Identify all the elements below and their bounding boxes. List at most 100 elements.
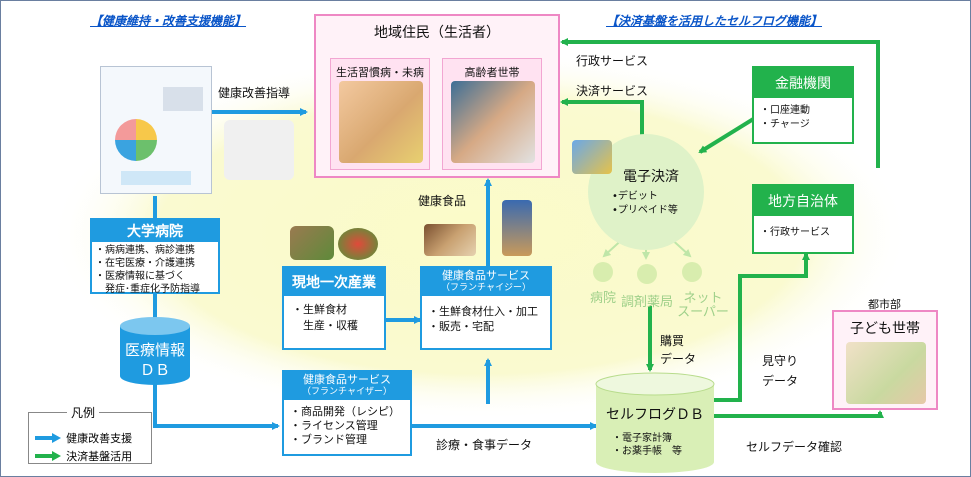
guideline-caption-band [121, 171, 191, 185]
purchase-data-label-2: データ [660, 352, 697, 366]
delivery-person-illustration [502, 200, 532, 256]
financial-institution-title: 金融機関 [754, 68, 852, 98]
guideline-pie-graphic [115, 119, 157, 161]
list-item: ・口座連動 [760, 105, 810, 116]
legend-item: 決済基盤活用 [35, 445, 132, 464]
list-item: ・商品開発（レシピ） [290, 405, 400, 418]
monitoring-data-label-2: データ [762, 374, 799, 388]
lifestyle-disease-photo [339, 81, 423, 163]
local-government-box: 地方自治体 ・行政サービス [752, 184, 854, 254]
admin-service-label: 行政サービス [576, 54, 649, 68]
list-item: ・行政サービス [760, 227, 830, 238]
e-payment-title: 電子決済 [623, 169, 679, 185]
franchiser-title: 健康食品サービス [284, 372, 410, 387]
flow-db-to-franchiser [153, 384, 280, 430]
franchisee-box: 健康食品サービス （フランチャイジー） ・生鮮食材仕入・加工 ・販売・宅配 [420, 266, 552, 350]
flow-self-data-check [714, 410, 884, 418]
netsuper-point-label: ネット スーパー [677, 291, 729, 320]
list-item: •プリペイド等 [612, 205, 678, 216]
health-food-label: 健康食品 [418, 194, 467, 208]
e-payment-list: •デビット •プリペイド等 [612, 190, 678, 218]
pharmacy-point-label: 調剤薬局 [620, 295, 673, 310]
purchase-data-label-1: 購買 [660, 334, 685, 348]
residents-title: 地域住民（生活者） [374, 25, 500, 41]
right-section-title: 【決済基盤を活用したセルフログ機能】 [606, 14, 823, 28]
legend-title: 凡例 [67, 404, 100, 421]
vegetable-produce-photo [338, 228, 378, 260]
financial-institution-box: 金融機関 ・口座連動 ・チャージ [752, 66, 854, 144]
e-payment-circle [588, 134, 704, 250]
list-item: ・電子家計簿 [612, 433, 672, 444]
legend-item: 健康改善支援 [35, 427, 132, 446]
child-household-title: 子ども世帯 [850, 321, 920, 337]
list-item: ・ブランド管理 [290, 433, 367, 446]
university-hospital-title: 大学病院 [92, 220, 218, 242]
payment-service-label: 決済サービス [576, 84, 649, 98]
franchisee-subtitle: （フランチャイジー） [422, 283, 550, 296]
left-section-title: 【健康維持・改善支援機能】 [90, 14, 247, 28]
legend-label: 決済基盤活用 [66, 450, 133, 463]
primary-industry-box: 現地一次産業 ・生鮮食材 生産・収穫 [282, 266, 386, 350]
flow-finance-to-payment [698, 116, 757, 154]
selflog-db-list: ・電子家計簿 ・お薬手帳 等 [612, 432, 682, 458]
guideline-illustration [163, 87, 203, 111]
health-guidance-label: 健康改善指導 [218, 86, 291, 100]
lifestyle-disease-group: 生活習慣病・未病 [330, 58, 430, 170]
franchiser-box: 健康食品サービス （フランチャイザー） ・商品開発（レシピ） ・ライセンス管理 … [282, 370, 412, 456]
legend-label: 健康改善支援 [66, 432, 133, 445]
university-hospital-box: 大学病院 ・病病連携、病診連携 ・在宅医療・介護連携 ・医療情報に基づく 発症･… [90, 218, 220, 295]
list-item: ・生鮮食材 [292, 303, 347, 316]
list-item: ・生鮮食材仕入・加工 [428, 305, 538, 318]
university-hospital-list: ・病病連携、病診連携 ・在宅医療・介護連携 ・医療情報に基づく 発症･重症化予防… [92, 242, 218, 298]
hospital-point-dot [593, 262, 613, 282]
medical-db-cylinder [120, 317, 190, 385]
family-illustration [846, 342, 926, 404]
list-item: ・在宅医療・介護連携 [95, 258, 195, 269]
selflog-db-cylinder [595, 372, 715, 473]
list-item: ・ライセンス管理 [290, 419, 378, 432]
list-item: 生産・収穫 [292, 319, 358, 332]
medical-meal-data-label: 診療・食事データ [436, 438, 533, 452]
medical-db-label-line1: 医療情報 [124, 341, 185, 359]
primary-industry-list: ・生鮮食材 生産・収穫 [284, 296, 384, 340]
legend-green-arrow-icon [35, 450, 61, 461]
consultation-illustration [224, 120, 294, 180]
franchiser-list: ・商品開発（レシピ） ・ライセンス管理 ・ブランド管理 [284, 400, 410, 452]
medical-db-label: 医療情報 ＤＢ [120, 340, 190, 380]
lifestyle-disease-label: 生活習慣病・未病 [336, 66, 424, 79]
list-item: ・病病連携、病診連携 [95, 245, 195, 256]
hospital-point-label: 病院 [589, 291, 616, 306]
residents-box: 地域住民（生活者） 生活習慣病・未病 高齢者世帯 [314, 14, 560, 178]
bento-box-photo [424, 224, 476, 256]
netsuper-point-dot [682, 262, 702, 282]
pharmacy-point-dot [637, 264, 657, 284]
list-item: ・お薬手帳 等 [612, 446, 682, 457]
selflog-db-title: セルフログＤＢ [606, 407, 704, 423]
payment-card-icon [572, 140, 612, 174]
health-guideline-document [100, 66, 212, 194]
financial-institution-list: ・口座連動 ・チャージ [754, 98, 852, 138]
franchiser-subtitle: （フランチャイザー） [284, 387, 410, 400]
primary-industry-title: 現地一次産業 [284, 268, 384, 296]
local-government-list: ・行政サービス [754, 216, 852, 246]
list-item: ・医療情報に基づく [95, 271, 185, 282]
flow-admin-service [560, 38, 880, 168]
urban-label: 都市部 [868, 298, 901, 311]
medical-db-label-line2: ＤＢ [139, 361, 170, 379]
franchisee-title: 健康食品サービス [422, 268, 550, 283]
list-item: ・チャージ [760, 119, 810, 130]
fish-produce-photo [290, 226, 334, 260]
flow-monitoring-data [706, 252, 810, 402]
list-item: •デビット [612, 191, 658, 202]
monitoring-data-label-1: 見守り [762, 354, 799, 368]
elderly-couple-photo [451, 81, 535, 163]
child-household-box: 子ども世帯 [832, 310, 938, 410]
elderly-label: 高齢者世帯 [464, 66, 520, 79]
list-item: 発症･重症化予防指導 [95, 284, 200, 295]
legend-blue-arrow-icon [35, 432, 61, 443]
legend-box: 凡例 健康改善支援 決済基盤活用 [28, 404, 152, 464]
list-item: ・販売・宅配 [428, 320, 494, 333]
elderly-group: 高齢者世帯 [442, 58, 542, 170]
franchisee-list: ・生鮮食材仕入・加工 ・販売・宅配 [422, 296, 550, 342]
